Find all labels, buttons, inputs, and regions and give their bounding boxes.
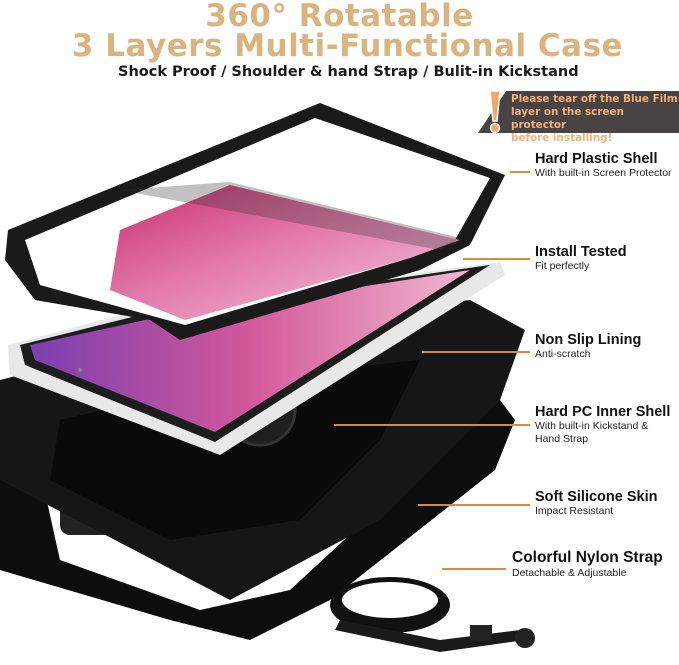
screen-protector-frame <box>5 103 505 340</box>
callout-install-tested: Install Tested Fit perfectly <box>535 244 627 273</box>
callout-soft-silicone-skin: Soft Silicone Skin Impact Resistant <box>535 489 657 518</box>
leader-line <box>422 351 530 353</box>
callout-title: Install Tested <box>535 244 627 260</box>
headline-line-2: 3 Layers Multi-Functional Case <box>71 28 624 64</box>
tablet <box>8 262 505 455</box>
callout-title: Hard PC Inner Shell <box>535 404 671 420</box>
warning-line-2: layer on the screen protector <box>511 106 624 131</box>
nylon-strap <box>330 577 535 652</box>
callout-subtitle: With built-in Kickstand & <box>535 420 649 432</box>
callout-subtitle: Anti-scratch <box>535 348 591 360</box>
warning-banner: Please tear off the Blue Film layer on t… <box>478 89 679 144</box>
callout-title: Soft Silicone Skin <box>535 489 658 505</box>
callout-title: Non Slip Lining <box>535 332 642 348</box>
feature-subtitle: Shock Proof / Shoulder & hand Strap / Bu… <box>118 64 579 80</box>
callout-title: Colorful Nylon Strap <box>512 549 663 566</box>
warning-text: Please tear off the Blue Film layer on t… <box>511 93 679 145</box>
callout-subtitle: With built-in Screen Protector <box>535 167 672 179</box>
leader-line <box>510 171 530 173</box>
leader-line <box>418 504 530 506</box>
leader-line <box>463 258 530 260</box>
product-exploded-view <box>0 103 535 652</box>
headline-line-1: 360° Rotatable <box>205 0 474 34</box>
warning-line-3: before installing! <box>511 132 613 144</box>
callout-hard-pc-inner-shell: Hard PC Inner Shell With built-in Kickst… <box>535 404 670 446</box>
callout-title: Hard Plastic Shell <box>535 151 658 167</box>
exclamation-icon <box>489 90 501 134</box>
callout-subtitle: Impact Resistant <box>535 505 614 517</box>
callout-non-slip-lining: Non Slip Lining Anti-scratch <box>535 332 641 361</box>
callout-subtitle: Hand Strap <box>535 433 589 445</box>
callout-subtitle: Fit perfectly <box>535 260 590 272</box>
warning-background <box>478 91 679 133</box>
warning-line-1: Please tear off the Blue Film <box>511 93 678 105</box>
callout-subtitle: Detachable & Adjustable <box>512 567 627 579</box>
callout-hard-plastic-shell: Hard Plastic Shell With built-in Screen … <box>535 151 672 180</box>
leader-line <box>442 568 506 570</box>
callout-colorful-nylon-strap: Colorful Nylon Strap Detachable & Adjust… <box>512 549 663 580</box>
leader-line <box>334 424 530 426</box>
